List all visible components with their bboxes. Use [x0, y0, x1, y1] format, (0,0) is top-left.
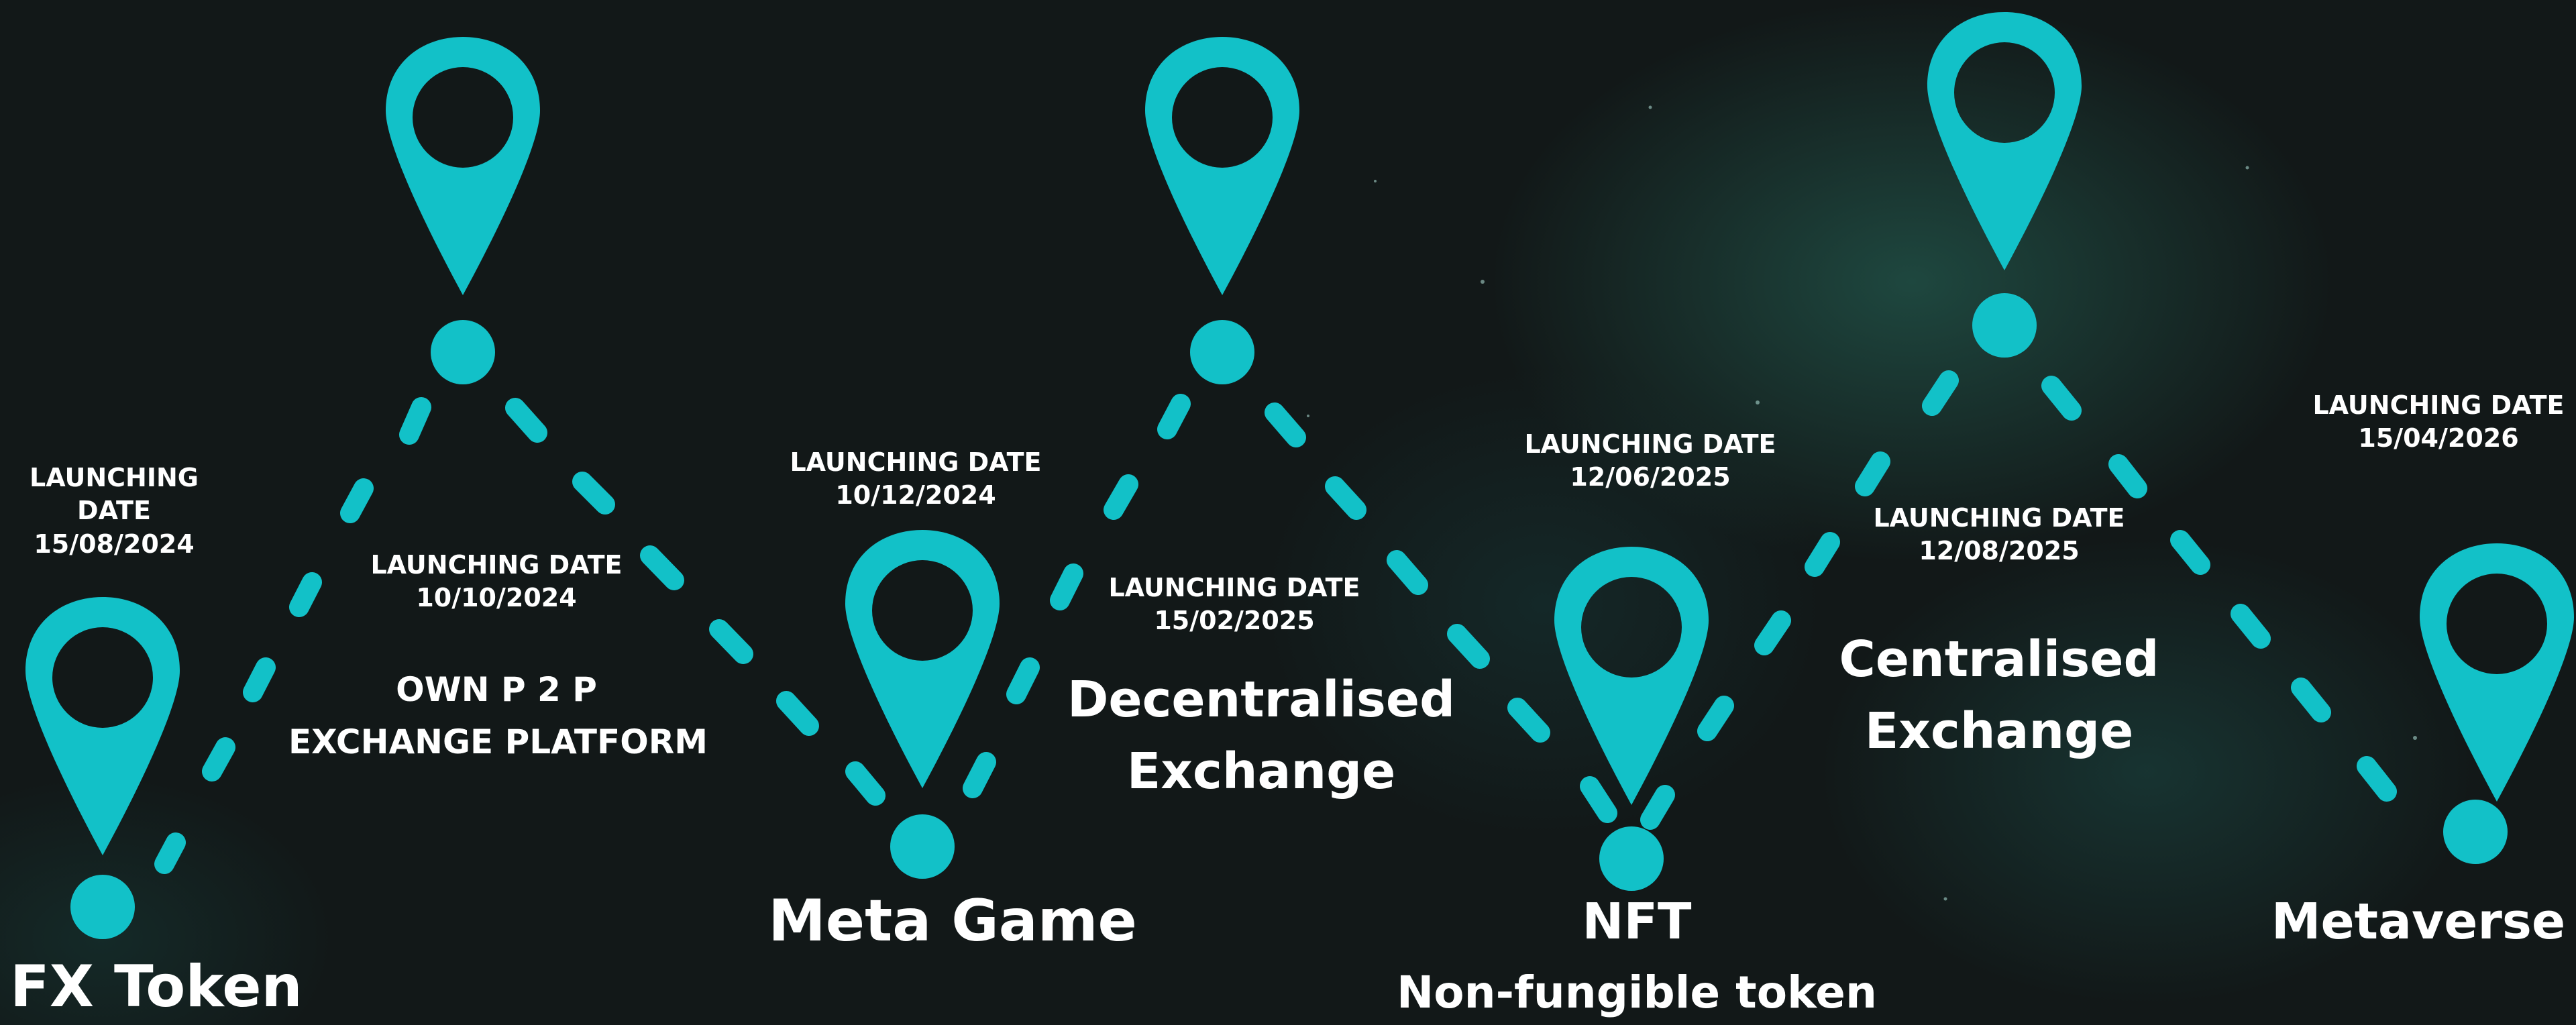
- launch-date-nft: LAUNCHING DATE 12/06/2025: [1516, 428, 1784, 494]
- launch-date-label: LAUNCHING DATE: [1873, 503, 2125, 533]
- milestone-dots: [70, 293, 2508, 939]
- map-pin-icon: [845, 530, 1000, 788]
- milestone-dot: [1190, 320, 1254, 384]
- connector-dash: [2170, 530, 2210, 575]
- connector-dash: [289, 572, 322, 617]
- connector-dash: [1507, 698, 1550, 743]
- milestone-title-line: EXCHANGE PLATFORM: [288, 722, 708, 761]
- connector-dash: [1006, 657, 1040, 704]
- connector-dash: [2108, 454, 2147, 498]
- connector-dash: [1855, 451, 1890, 496]
- connector-dash: [154, 832, 186, 874]
- connector-dash: [2231, 604, 2271, 649]
- connector-dash: [399, 397, 431, 445]
- milestone-title-line: Centralised: [1839, 631, 2159, 688]
- connector-dash: [1265, 402, 1306, 447]
- launch-date-decentralised-exchange: LAUNCHING DATE 15/02/2025: [1100, 572, 1368, 638]
- launch-date-fx-token: LAUNCHING DATE 15/08/2024: [13, 462, 215, 561]
- launch-date-label: DATE: [77, 496, 151, 526]
- connector-dash: [505, 398, 547, 443]
- launch-date-p2p-exchange: LAUNCHING DATE 10/10/2024: [362, 549, 631, 615]
- map-pin-icon: [2420, 543, 2574, 802]
- connector-dash: [1754, 610, 1791, 655]
- milestone-title-line: Metaverse: [2271, 893, 2566, 951]
- connector-dash: [1050, 563, 1083, 610]
- launch-date-value: 10/10/2024: [416, 583, 577, 613]
- connector-dash: [1580, 776, 1617, 823]
- connector-dash: [709, 619, 753, 664]
- milestone-dot: [2443, 800, 2508, 864]
- connector-dash: [1640, 785, 1675, 830]
- launch-date-value: 15/02/2025: [1154, 606, 1315, 636]
- launch-date-label: LAUNCHING DATE: [790, 447, 1042, 477]
- connector-dash: [1922, 370, 1959, 416]
- launch-date-label: LAUNCHING DATE: [1108, 573, 1360, 602]
- launch-date-value: 10/12/2024: [835, 480, 996, 510]
- launch-date-value: 12/08/2025: [1919, 536, 2080, 566]
- map-pin-icon: [1554, 547, 1709, 805]
- milestone-title-p2p-exchange: OWN P 2 P EXCHANGE PLATFORM: [288, 664, 708, 768]
- milestone-title-centralised-exchange: Centralised Exchange: [1798, 624, 2200, 768]
- connector-dashes: [154, 370, 2397, 874]
- launch-date-centralised-exchange: LAUNCHING DATE 12/08/2025: [1865, 502, 2133, 568]
- launch-date-meta-game: LAUNCHING DATE 10/12/2024: [782, 446, 1050, 512]
- connector-dash: [1104, 474, 1138, 520]
- connector-dash: [2357, 756, 2397, 802]
- connector-dash: [340, 478, 374, 523]
- milestone-dot: [1972, 293, 2037, 358]
- milestone-dot: [70, 875, 135, 939]
- milestone-subtitle-nft: Non-fungible token: [1382, 966, 1892, 1019]
- milestone-title-line: FX Token: [10, 953, 303, 1020]
- connector-dash: [572, 472, 615, 515]
- connector-dash: [1325, 476, 1366, 520]
- connector-dash: [1697, 696, 1734, 741]
- connector-dash: [640, 545, 684, 590]
- map-pin-icon: [386, 37, 540, 295]
- connector-dash: [202, 737, 235, 781]
- launch-date-value: 15/04/2026: [2358, 423, 2519, 453]
- launch-date-value: 15/08/2024: [34, 529, 195, 559]
- connector-dash: [1387, 550, 1428, 595]
- connector-dash: [243, 657, 276, 702]
- milestone-dot: [1599, 826, 1664, 891]
- connector-dash: [845, 761, 885, 806]
- milestone-title-metaverse: Metaverse: [2267, 892, 2569, 952]
- connector-dash: [1157, 394, 1191, 439]
- milestone-title-line: Meta Game: [768, 887, 1137, 955]
- launch-date-value: 12/06/2025: [1570, 462, 1731, 492]
- launch-date-label: LAUNCHING DATE: [370, 550, 623, 580]
- map-pin-icon: [25, 597, 180, 855]
- connector-dash: [1805, 532, 1840, 577]
- milestone-title-line: Exchange: [1864, 702, 2134, 761]
- connector-dash: [1447, 624, 1490, 669]
- map-pin-icon: [1927, 12, 2082, 270]
- launch-date-label: LAUNCHING DATE: [2312, 390, 2565, 420]
- milestone-title-meta-game: Meta Game: [751, 887, 1154, 956]
- map-pin-icon: [1145, 37, 1299, 295]
- milestone-dot: [431, 320, 495, 384]
- launch-date-metaverse: LAUNCHING DATE 15/04/2026: [2304, 389, 2573, 455]
- milestone-title-line: NFT: [1582, 893, 1692, 951]
- milestone-title-decentralised-exchange: Decentralised Exchange: [1043, 664, 1479, 808]
- milestone-title-nft: NFT: [1503, 892, 1771, 952]
- milestone-subtitle: Non-fungible token: [1397, 967, 1877, 1018]
- connector-dash: [776, 691, 819, 736]
- milestone-title-line: Exchange: [1126, 743, 1396, 801]
- connector-dash: [2291, 678, 2331, 722]
- launch-date-label: LAUNCHING: [30, 463, 199, 492]
- milestone-title-fx-token: FX Token: [10, 953, 303, 1022]
- milestone-title-line: Decentralised: [1067, 671, 1456, 729]
- connector-dash: [963, 752, 996, 798]
- milestone-title-line: OWN P 2 P: [396, 670, 597, 709]
- milestone-dot: [890, 814, 955, 879]
- connector-dash: [2041, 376, 2082, 421]
- launch-date-label: LAUNCHING DATE: [1524, 429, 1776, 459]
